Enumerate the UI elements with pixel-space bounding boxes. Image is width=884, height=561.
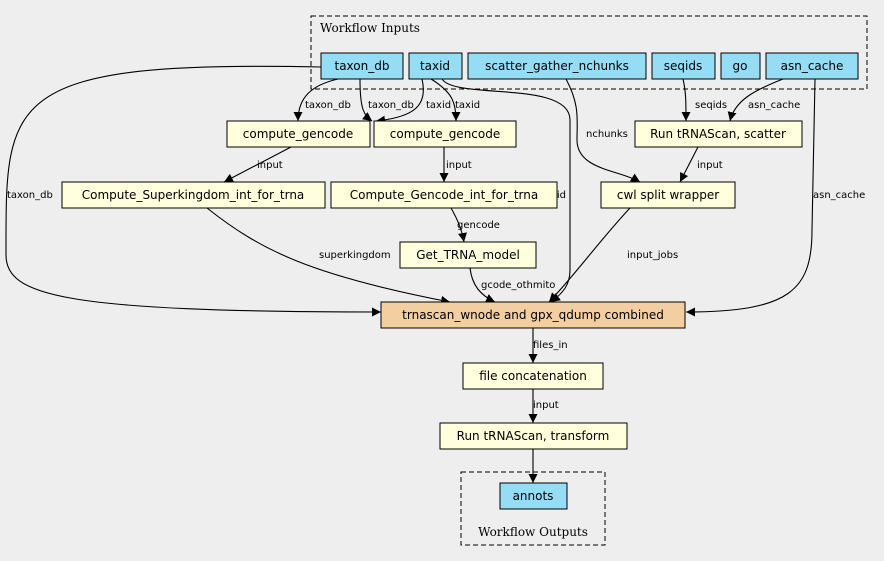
node-run-trnascan-scatter[interactable]: Run tRNAScan, scatter	[634, 120, 803, 148]
node-compute-superkingdom-label: Compute_Superkingdom_int_for_trna	[82, 188, 305, 202]
edge-label-input-superkingdom: input	[257, 160, 283, 171]
node-go[interactable]: go	[720, 52, 761, 80]
edge-labels: taxon_db taxon_db taxid taxid seqids asn…	[7, 100, 865, 411]
node-seqids[interactable]: seqids	[651, 52, 716, 80]
edge-compute-gencode-superkingdom	[223, 146, 292, 183]
node-taxid[interactable]: taxid	[408, 52, 463, 80]
edge-label-taxon-db-1: taxon_db	[305, 100, 351, 111]
edge-label-superkingdom: superkingdom	[319, 250, 391, 261]
node-asn-cache-label: asn_cache	[781, 59, 844, 73]
edge-label-files-in: files_in	[533, 340, 568, 351]
node-seqids-label: seqids	[664, 59, 702, 73]
node-run-trnascan-transform-label: Run tRNAScan, transform	[457, 429, 610, 443]
edge-label-asn-cache-main: asn_cache	[813, 190, 865, 201]
edge-asn-cache-trnascan	[685, 78, 816, 317]
edge-label-input-split: input	[697, 160, 723, 171]
node-compute-gencode-2-label: compute_gencode	[390, 127, 500, 141]
node-cwl-split-wrapper-label: cwl split wrapper	[617, 188, 719, 202]
edge-label-taxid-1: taxid	[426, 100, 451, 111]
edge-run-scatter-cwl-split	[679, 146, 699, 183]
node-compute-superkingdom[interactable]: Compute_Superkingdom_int_for_trna	[61, 181, 326, 209]
node-compute-gencode-2[interactable]: compute_gencode	[373, 120, 517, 148]
edge-label-gencode: gencode	[457, 220, 500, 231]
node-compute-gencode-1-label: compute_gencode	[243, 127, 353, 141]
edge-label-taxon-db-2: taxon_db	[368, 100, 414, 111]
edges	[5, 65, 816, 483]
workflow-outputs-label: Workflow Outputs	[478, 525, 588, 539]
edge-label-input-gencode: input	[446, 160, 472, 171]
edge-gencode-int-get-trna	[450, 207, 467, 243]
edge-taxid-compute-gencode-2a	[375, 78, 424, 125]
node-get-trna-model-label: Get_TRNA_model	[416, 248, 520, 262]
edge-scatter-cwl-split	[565, 78, 641, 183]
edge-taxon-db-trnascan	[5, 65, 382, 317]
node-cwl-split-wrapper[interactable]: cwl split wrapper	[600, 181, 736, 209]
node-annots-label: annots	[513, 489, 554, 503]
edge-taxon-db-compute-gencode-2	[359, 78, 373, 122]
edge-get-trna-trnascan	[469, 267, 496, 303]
node-go-label: go	[733, 59, 748, 73]
node-compute-gencode-int[interactable]: Compute_Gencode_int_for_trna	[330, 181, 558, 209]
node-compute-gencode-1[interactable]: compute_gencode	[226, 120, 371, 148]
edge-superkingdom-trnascan	[206, 207, 451, 305]
edge-taxon-db-compute-gencode-1	[293, 78, 339, 122]
edge-seqids-run-scatter	[681, 78, 691, 122]
node-run-trnascan-scatter-label: Run tRNAScan, scatter	[650, 127, 786, 141]
workflow-inputs-cluster: Workflow Inputs	[310, 15, 868, 90]
node-run-trnascan-transform[interactable]: Run tRNAScan, transform	[439, 422, 628, 450]
edge-label-seqids: seqids	[695, 100, 727, 111]
edge-cwl-split-trnascan	[548, 207, 631, 303]
node-get-trna-model[interactable]: Get_TRNA_model	[399, 241, 537, 269]
edge-taxid-trnascan	[441, 78, 571, 303]
node-compute-gencode-int-label: Compute_Gencode_int_for_trna	[350, 188, 538, 202]
node-asn-cache[interactable]: asn_cache	[765, 52, 859, 80]
node-scatter-gather-nchunks-label: scatter_gather_nchunks	[485, 59, 629, 73]
edge-label-asn-cache-scatter: asn_cache	[748, 100, 800, 111]
edge-label-taxon-db-main: taxon_db	[7, 190, 53, 201]
node-annots[interactable]: annots	[499, 482, 568, 510]
node-taxon-db[interactable]: taxon_db	[320, 52, 404, 80]
edge-label-input-jobs: input_jobs	[627, 250, 678, 261]
node-trnascan-wnode[interactable]: trnascan_wnode and gpx_qdump combined	[380, 301, 686, 329]
node-taxon-db-label: taxon_db	[335, 59, 390, 73]
edge-asn-cache-run-scatter	[727, 78, 784, 122]
node-trnascan-wnode-label: trnascan_wnode and gpx_qdump combined	[402, 308, 664, 322]
edge-taxid-compute-gencode-2b	[430, 78, 461, 122]
edge-label-input-transform: input	[533, 400, 559, 411]
node-file-concatenation-label: file concatenation	[479, 369, 587, 383]
edge-label-nchunks: nchunks	[586, 129, 628, 140]
edge-label-gcode-othmito: gcode_othmito	[481, 280, 555, 291]
node-scatter-gather-nchunks[interactable]: scatter_gather_nchunks	[467, 52, 647, 80]
edge-label-taxid-2: taxid	[455, 100, 480, 111]
node-taxid-label: taxid	[420, 59, 450, 73]
workflow-inputs-label: Workflow Inputs	[320, 21, 420, 35]
node-file-concatenation[interactable]: file concatenation	[462, 362, 604, 390]
